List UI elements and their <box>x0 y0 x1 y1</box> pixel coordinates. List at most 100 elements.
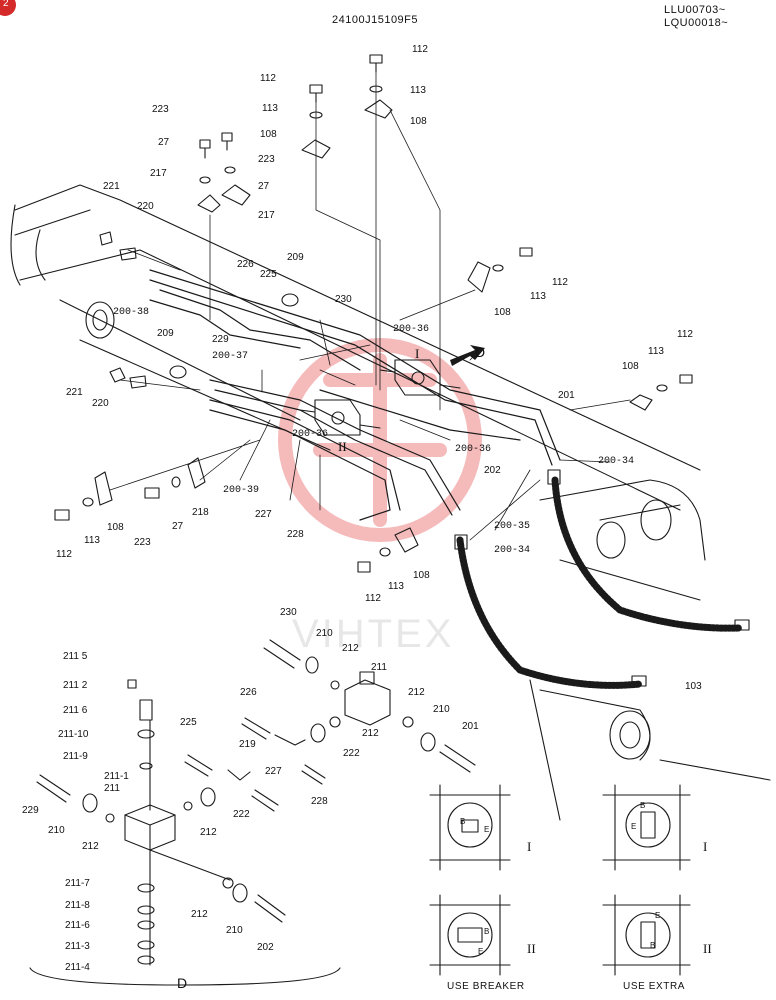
callout: 112 <box>552 277 568 288</box>
callout: 227 <box>265 766 282 777</box>
callout: 200-37 <box>212 351 249 362</box>
callout: 202 <box>257 942 274 953</box>
callout: 211-7 <box>65 878 90 889</box>
port-letter-b: B <box>650 941 656 950</box>
callout: 211-6 <box>65 920 90 931</box>
callout: 226 <box>240 687 257 698</box>
callout: 27 <box>158 137 170 148</box>
callout: 108 <box>107 522 124 533</box>
callout: 112 <box>56 549 72 560</box>
caption-use-extra: USE EXTRA <box>623 981 686 992</box>
callout: 210 <box>48 825 65 836</box>
callout: 229 <box>212 334 229 345</box>
direction-arrow-icon <box>450 345 485 366</box>
callout: 108 <box>260 129 277 140</box>
callout: 219 <box>239 739 256 750</box>
roman-mark: II <box>527 941 536 956</box>
callout: 27 <box>172 521 184 532</box>
callout: 211 5 <box>63 651 88 662</box>
callout: 200-38 <box>113 307 150 318</box>
callout: 108 <box>410 116 427 127</box>
roman-mark: I <box>415 346 420 361</box>
callout: 211-8 <box>65 900 90 911</box>
detail-d-label: D <box>177 975 188 991</box>
valve-inset-frames <box>429 784 691 976</box>
callout: 201 <box>462 721 479 732</box>
callout: 210 <box>316 628 333 639</box>
port-letter-e: E <box>631 822 637 831</box>
callout: 230 <box>280 607 297 618</box>
callout: 112 <box>677 329 693 340</box>
port-letter-e: E <box>484 825 490 834</box>
callout: 211 2 <box>63 680 88 691</box>
callout: 228 <box>311 796 328 807</box>
roman-mark: II <box>703 941 712 956</box>
callout: 211-10 <box>58 729 89 740</box>
callout: 112 <box>412 44 428 55</box>
watermark-text: VIHTEX <box>292 612 455 656</box>
callout: 211 <box>104 783 120 794</box>
callout: 108 <box>622 361 639 372</box>
callout: 223 <box>152 104 169 115</box>
callout: 113 <box>648 346 664 357</box>
callout: 27 <box>258 181 270 192</box>
callout: 220 <box>92 398 109 409</box>
callout: 212 <box>362 728 379 739</box>
caption-use-breaker: USE BREAKER <box>447 981 525 992</box>
callout: 227 <box>255 509 272 520</box>
callout: 222 <box>233 809 250 820</box>
callout: 200-36 <box>393 324 430 335</box>
callout: 113 <box>410 85 426 96</box>
page-badge: 2 <box>0 0 16 16</box>
callout: 212 <box>408 687 425 698</box>
callout: 218 <box>192 507 209 518</box>
callout: 217 <box>258 210 275 221</box>
valve-block-lower <box>299 399 381 436</box>
port-letter-e: E <box>655 911 661 920</box>
callout: 112 <box>260 73 276 84</box>
callout: 113 <box>84 535 100 546</box>
callout: 200-34 <box>494 545 531 556</box>
callout: 108 <box>413 570 430 581</box>
callout: 226 <box>237 259 254 270</box>
callout: 211-3 <box>65 941 90 952</box>
callout: 200-39 <box>223 485 260 496</box>
detail-d-parts <box>29 639 476 986</box>
callout: 211-4 <box>65 962 90 973</box>
callout: 200-35 <box>494 521 531 532</box>
callout: 225 <box>180 717 197 728</box>
callout: 212 <box>200 827 217 838</box>
callout: 217 <box>150 168 167 179</box>
hose-103 <box>456 476 744 689</box>
callout: 223 <box>258 154 275 165</box>
callout: 103 <box>685 681 702 692</box>
callout: 201 <box>558 390 575 401</box>
callout: 221 <box>103 181 120 192</box>
callout: 112 <box>365 593 381 604</box>
roman-mark: I <box>703 839 708 854</box>
callout: 211-9 <box>63 751 88 762</box>
port-letter-e: E <box>478 947 484 956</box>
callout: 209 <box>157 328 174 339</box>
callout: 108 <box>494 307 511 318</box>
callout: 200-36 <box>292 429 329 440</box>
callout: 113 <box>530 291 546 302</box>
callout: 210 <box>433 704 450 715</box>
callout: 212 <box>191 909 208 920</box>
hardware-upper <box>54 54 693 573</box>
callout: 211-1 <box>104 771 129 782</box>
callout: 200-34 <box>598 456 635 467</box>
part-code: 24100J15109F5 <box>332 14 419 26</box>
roman-mark: I <box>527 839 532 854</box>
callout: 211 <box>371 662 387 673</box>
callout: 211 6 <box>63 705 88 716</box>
callout: 200-36 <box>455 444 492 455</box>
callout: 212 <box>82 841 99 852</box>
callout: 113 <box>262 103 278 114</box>
callout: 220 <box>137 201 154 212</box>
callout: 230 <box>335 294 352 305</box>
callout: 225 <box>260 269 277 280</box>
port-letter-b: B <box>640 801 646 810</box>
